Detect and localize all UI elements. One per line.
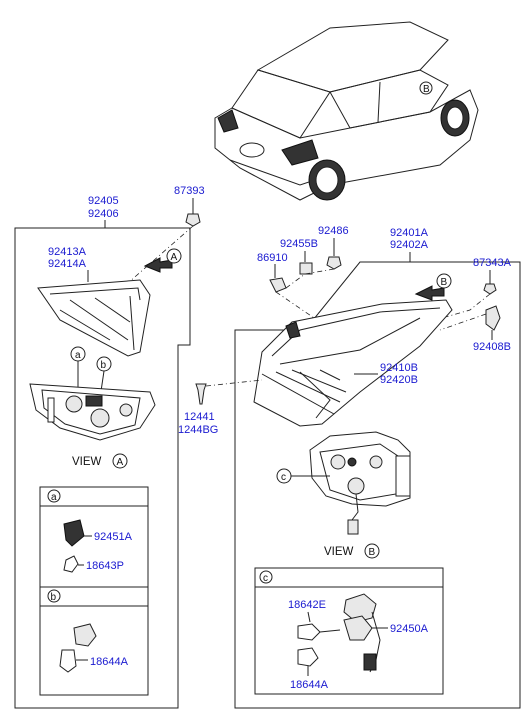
marker-detail-a: a xyxy=(75,350,81,361)
label-92455b: 92455B xyxy=(280,238,318,250)
clip-86910 xyxy=(269,277,287,293)
label-1244bg: 1244BG xyxy=(178,424,218,436)
label-18643p: 18643P xyxy=(86,560,124,572)
label-92402a: 92402A xyxy=(390,239,429,251)
label-92401a: 92401A xyxy=(390,227,429,239)
car-illustration: B xyxy=(214,21,479,201)
label-92410b: 92410B xyxy=(380,362,418,374)
label-18644a-c: 18644A xyxy=(290,679,329,691)
label-18644a-b: 18644A xyxy=(90,656,129,668)
detail-box-a: a 92451A 18643P xyxy=(39,486,149,588)
section-c-label: c xyxy=(263,573,268,584)
nut-87343a xyxy=(483,283,497,295)
label-18642e: 18642E xyxy=(288,599,326,611)
bulb-18643p xyxy=(63,555,79,573)
marker-view-a: A xyxy=(171,252,178,263)
clip-92455b xyxy=(299,262,313,275)
bracket-92408b xyxy=(485,305,501,331)
connector-92450a xyxy=(363,653,377,671)
view-a-housing xyxy=(29,383,156,441)
socket-92450a xyxy=(343,593,377,623)
label-92420b: 92420B xyxy=(380,374,418,386)
view-a-letter: A xyxy=(117,457,124,468)
section-b-label: b xyxy=(51,592,57,603)
screw-12441 xyxy=(195,383,207,405)
outer-lamp-92401a xyxy=(253,299,453,427)
detail-box-c: c 18642E 92450A 18644A xyxy=(254,567,444,695)
label-92450a: 92450A xyxy=(390,623,429,635)
label-92486: 92486 xyxy=(318,225,349,237)
marker-detail-c: c xyxy=(281,472,286,483)
connector-b xyxy=(347,519,359,535)
label-86910: 86910 xyxy=(257,252,288,264)
label-92408b: 92408B xyxy=(473,341,511,353)
detail-box-b: b 18644A xyxy=(39,586,149,696)
right-assembly-group: 92486 92455B 86910 92401A 92402A 87343A … xyxy=(178,225,521,709)
section-a-label: a xyxy=(51,492,57,503)
view-b-text: VIEW xyxy=(324,546,354,558)
socket-92451a xyxy=(63,519,85,547)
bulb-18642e xyxy=(297,623,321,641)
label-92405: 92405 xyxy=(88,195,119,207)
nut-87393 xyxy=(185,213,201,227)
view-a-arrow xyxy=(143,257,173,273)
label-92406: 92406 xyxy=(88,208,119,220)
label-92413a: 92413A xyxy=(48,246,87,258)
bulb-18644a-b xyxy=(59,649,77,673)
label-12441: 12441 xyxy=(184,411,215,423)
svg-text:B: B xyxy=(423,84,430,95)
view-a-text: VIEW xyxy=(72,456,102,468)
view-b-arrow xyxy=(414,285,445,301)
marker-view-b: B xyxy=(441,277,448,288)
marker-detail-b: b xyxy=(101,360,107,371)
socket-b xyxy=(73,623,97,647)
inner-lamp-92405 xyxy=(37,279,151,357)
label-87393: 87393 xyxy=(174,185,205,197)
left-assembly-group: 92405 92406 87393 92413A 92414A A a b xyxy=(14,185,205,709)
label-92414a: 92414A xyxy=(48,258,87,270)
nut-92486 xyxy=(326,256,342,270)
label-92451a: 92451A xyxy=(94,531,133,543)
view-b-letter: B xyxy=(369,547,376,558)
view-b-housing xyxy=(309,431,411,507)
bulb-18644a-c xyxy=(297,647,319,667)
label-87343a: 87343A xyxy=(473,257,512,269)
